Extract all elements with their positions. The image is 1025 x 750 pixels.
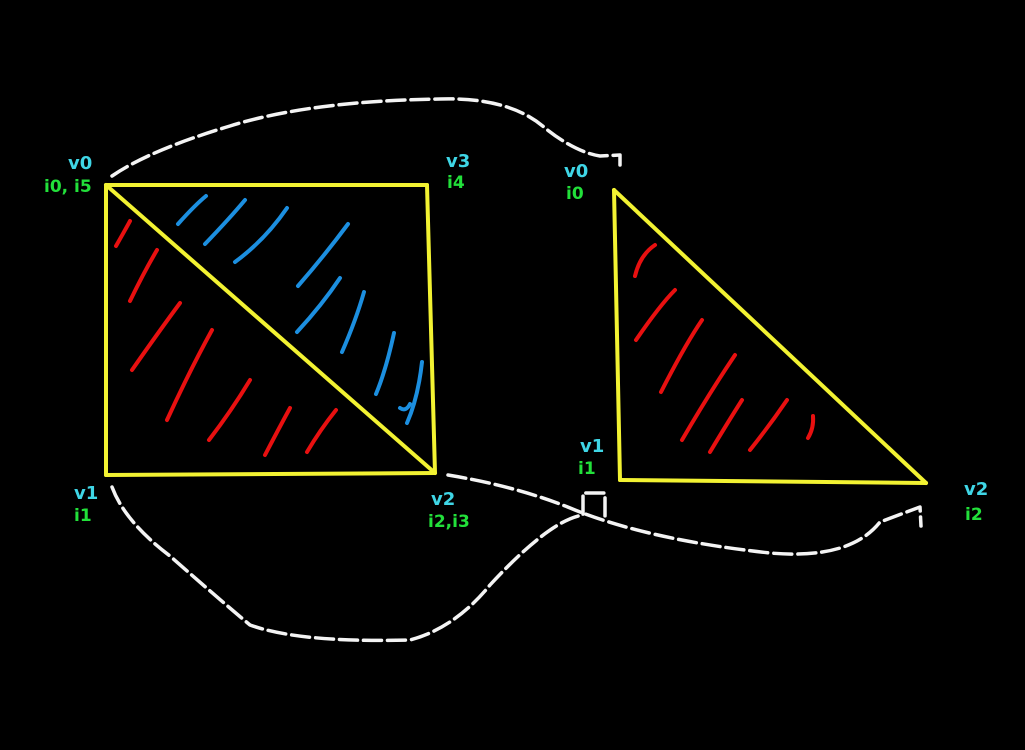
index-label: i0, i5 [44, 177, 92, 197]
quad-edge-v3-v2 [425, 183, 437, 475]
quad-label-v2: v2 i2,i3 [428, 489, 470, 532]
quad-edge-v2-v1 [104, 471, 437, 477]
index-label: i4 [447, 173, 465, 193]
vertex-label: v2 [431, 489, 455, 510]
arrow-v1-to-v1 [110, 485, 607, 643]
triangle-edge-v1-v2 [618, 478, 928, 485]
index-label: i0 [566, 184, 584, 204]
vertex-label: v0 [68, 153, 92, 174]
quad-edges [104, 183, 437, 477]
arrow-v2-to-v2 [446, 473, 923, 556]
triangle-label-v0: v0 i0 [564, 161, 588, 204]
quad-red-hatching [114, 219, 338, 457]
quad-blue-hatching [176, 194, 424, 425]
vertex-label: v1 [74, 483, 98, 504]
vertex-label: v1 [580, 436, 604, 457]
triangle-edge-v2-v0 [612, 188, 928, 485]
index-label: i2,i3 [428, 512, 470, 532]
triangle-edge-v0-v1 [612, 188, 622, 482]
triangle-edges [612, 188, 928, 485]
index-label: i1 [74, 506, 92, 526]
triangle-label-v2: v2 i2 [964, 479, 988, 525]
triangle-red-hatching [633, 243, 816, 454]
mapping-arrows [110, 97, 923, 643]
quad-label-v1: v1 i1 [74, 483, 98, 526]
vertex-label: v2 [964, 479, 988, 500]
triangle-label-v1: v1 i1 [578, 436, 604, 479]
arrow-v0-to-v0 [110, 97, 622, 178]
quad-diagonal-v0-v2 [104, 183, 437, 475]
index-label: i1 [578, 459, 596, 479]
index-label: i2 [965, 505, 983, 525]
quad-label-v3: v3 i4 [446, 151, 470, 193]
vertex-label: v0 [564, 161, 588, 182]
quad-label-v0: v0 i0, i5 [44, 153, 92, 197]
vertex-label: v3 [446, 151, 470, 172]
